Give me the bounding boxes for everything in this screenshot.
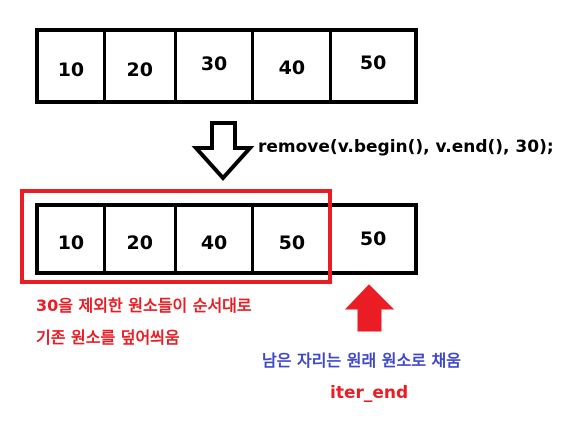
array-cell: 40 — [254, 32, 333, 100]
original-array: 10 20 30 40 50 — [35, 28, 418, 104]
moved-elements-highlight — [20, 189, 332, 284]
array-cell: 40 — [177, 207, 255, 271]
array-cell: 50 — [359, 52, 387, 74]
shift-note-line-2: 기존 원소를 덮어씌움 — [36, 328, 180, 347]
array-cell: 50 — [359, 228, 387, 250]
array-cell: 20 — [106, 207, 177, 271]
array-cell: 10 — [39, 32, 106, 100]
iter-end-label: iter_end — [330, 383, 409, 403]
shift-note-line-1: 30을 제외한 원소들이 순서대로 — [36, 296, 252, 315]
remaining-note: 남은 자리는 원래 원소로 채움 — [262, 351, 461, 370]
array-cell: 30 — [177, 32, 255, 100]
array-cell: 10 — [39, 207, 106, 271]
down-arrow-icon — [191, 121, 255, 181]
remove-call-label: remove(v.begin(), v.end(), 30); — [258, 137, 554, 157]
up-arrow-icon — [344, 284, 395, 332]
result-array: 10 20 40 50 50 — [35, 203, 418, 275]
array-cell: 20 — [106, 32, 177, 100]
